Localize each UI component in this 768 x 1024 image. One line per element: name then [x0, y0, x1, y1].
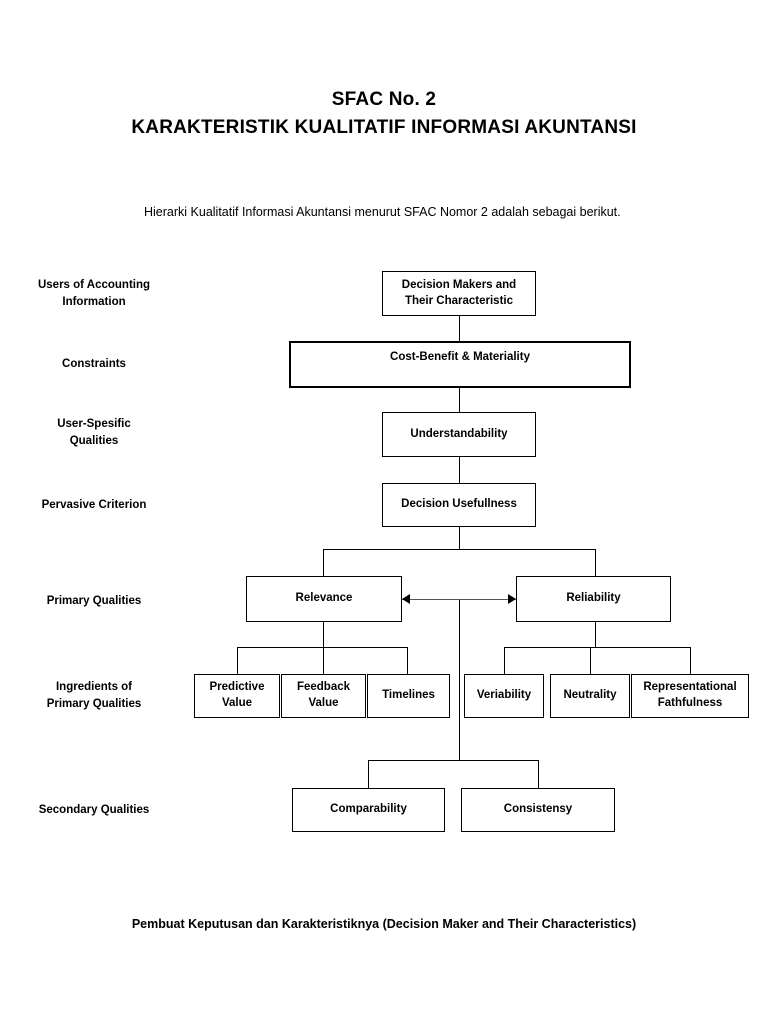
node-consistensy: Consistensy: [461, 788, 615, 832]
connector-bus-to-neutrality: [590, 647, 591, 674]
connector-bus-to-comparability: [368, 760, 369, 788]
row-label-secondary-qualities: Secondary Qualities: [38, 804, 150, 816]
node-neutrality: Neutrality: [550, 674, 630, 718]
connector-center-spine-to-secondary: [459, 599, 460, 760]
connector-bus-to-reliability: [595, 549, 596, 576]
node-decision-usefullness: Decision Usefullness: [382, 483, 536, 527]
node-comparability: Comparability: [292, 788, 445, 832]
connector-understandability-to-decision-usefullness: [459, 456, 460, 483]
connector-decision-makers-to-constraints: [459, 315, 460, 341]
figure-caption: Pembuat Keputusan dan Karakteristiknya (…: [131, 917, 637, 931]
connector-bus-to-consistensy: [538, 760, 539, 788]
node-feedback-value: Feedback Value: [281, 674, 366, 718]
arrow-head-toward-reliability-icon: [508, 594, 516, 604]
row-label-users-of-accounting-information: Users of Accounting Information: [37, 279, 151, 309]
title-line-2: KARAKTERISTIK KUALITATIF INFORMASI AKUNT…: [131, 116, 637, 138]
node-predictive-value: Predictive Value: [194, 674, 280, 718]
node-decision-makers: Decision Makers and Their Characteristic: [382, 271, 536, 316]
row-label-constraints: Constraints: [62, 358, 126, 370]
connector-primary-qualities-bus: [323, 549, 596, 550]
connector-bus-to-predictive-value: [237, 647, 238, 674]
row-label-primary-qualities: Primary Qualities: [46, 595, 142, 607]
connector-bus-to-veriability: [504, 647, 505, 674]
connector-decision-usefullness-drop: [459, 527, 460, 549]
node-representational-fathfulness: Representational Fathfulness: [631, 674, 749, 718]
row-label-ingredients-of-primary-qualities: Ingredients of Primary Qualities: [46, 681, 142, 711]
connector-secondary-qualities-bus: [368, 760, 539, 761]
node-constraints-cost-benefit-materiality: Cost-Benefit & Materiality: [289, 341, 631, 388]
page-title: SFAC No. 2 KARAKTERISTIK KUALITATIF INFO…: [0, 86, 768, 141]
arrow-relevance-reliability-line: [402, 599, 516, 600]
node-reliability: Reliability: [516, 576, 671, 622]
connector-relevance-ingredients-bus: [237, 647, 408, 648]
node-understandability: Understandability: [382, 412, 536, 457]
connector-bus-to-timelines: [407, 647, 408, 674]
row-label-pervasive-criterion: Pervasive Criterion: [41, 499, 147, 511]
connector-constraints-to-understandability: [459, 387, 460, 412]
connector-reliability-drop: [595, 622, 596, 647]
node-timelines: Timelines: [367, 674, 450, 718]
connector-reliability-ingredients-bus: [504, 647, 690, 648]
arrow-head-toward-relevance-icon: [402, 594, 410, 604]
connector-bus-to-representational-fathfulness: [690, 647, 691, 674]
title-line-1: SFAC No. 2: [331, 89, 437, 110]
intro-paragraph: Hierarki Kualitatif Informasi Akuntansi …: [144, 205, 621, 219]
node-relevance: Relevance: [246, 576, 402, 622]
row-label-user-spesific-qualities: User-Spesific Qualities: [57, 418, 131, 448]
node-veriability: Veriability: [464, 674, 544, 718]
connector-bus-to-feedback-value: [323, 647, 324, 674]
connector-relevance-drop: [323, 622, 324, 647]
connector-bus-to-relevance: [323, 549, 324, 576]
